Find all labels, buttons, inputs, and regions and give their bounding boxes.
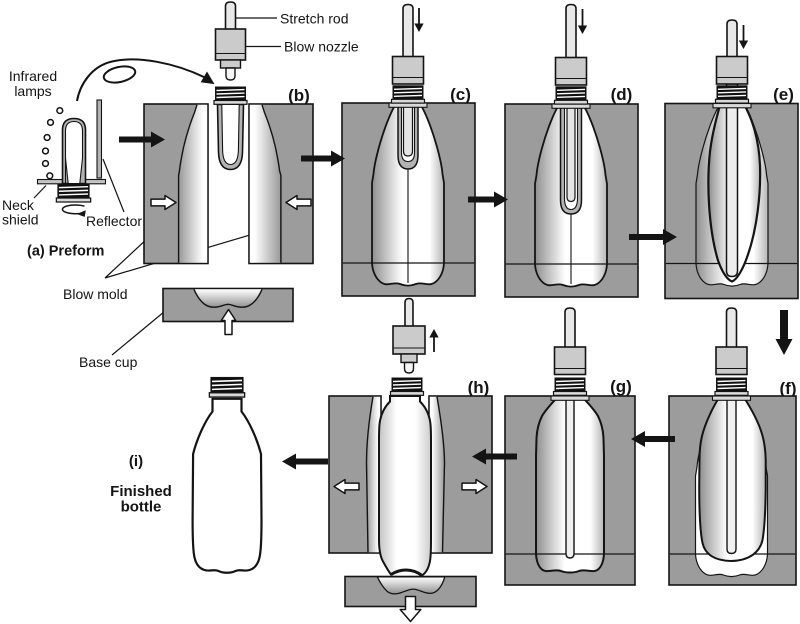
svg-text:Neck: Neck <box>2 197 35 213</box>
svg-text:Finished: Finished <box>110 483 172 500</box>
svg-text:(h): (h) <box>468 378 490 397</box>
svg-text:(b): (b) <box>288 86 310 105</box>
svg-text:(g): (g) <box>610 377 632 396</box>
svg-text:Reflector: Reflector <box>86 213 142 229</box>
svg-text:Blow mold: Blow mold <box>63 286 128 302</box>
svg-text:bottle: bottle <box>121 499 162 516</box>
svg-text:(a) Preform: (a) Preform <box>27 244 104 260</box>
svg-text:lamps: lamps <box>14 83 51 99</box>
svg-text:shield: shield <box>2 212 39 228</box>
svg-text:(c): (c) <box>450 85 471 104</box>
svg-text:(f): (f) <box>780 379 797 398</box>
svg-text:Blow nozzle: Blow nozzle <box>284 39 359 55</box>
svg-text:Base cup: Base cup <box>79 354 138 370</box>
svg-text:(i): (i) <box>129 453 143 470</box>
svg-text:Infrared: Infrared <box>9 68 57 84</box>
svg-text:(e): (e) <box>773 85 794 104</box>
svg-text:(d): (d) <box>611 85 633 104</box>
svg-text:Stretch rod: Stretch rod <box>280 11 348 27</box>
